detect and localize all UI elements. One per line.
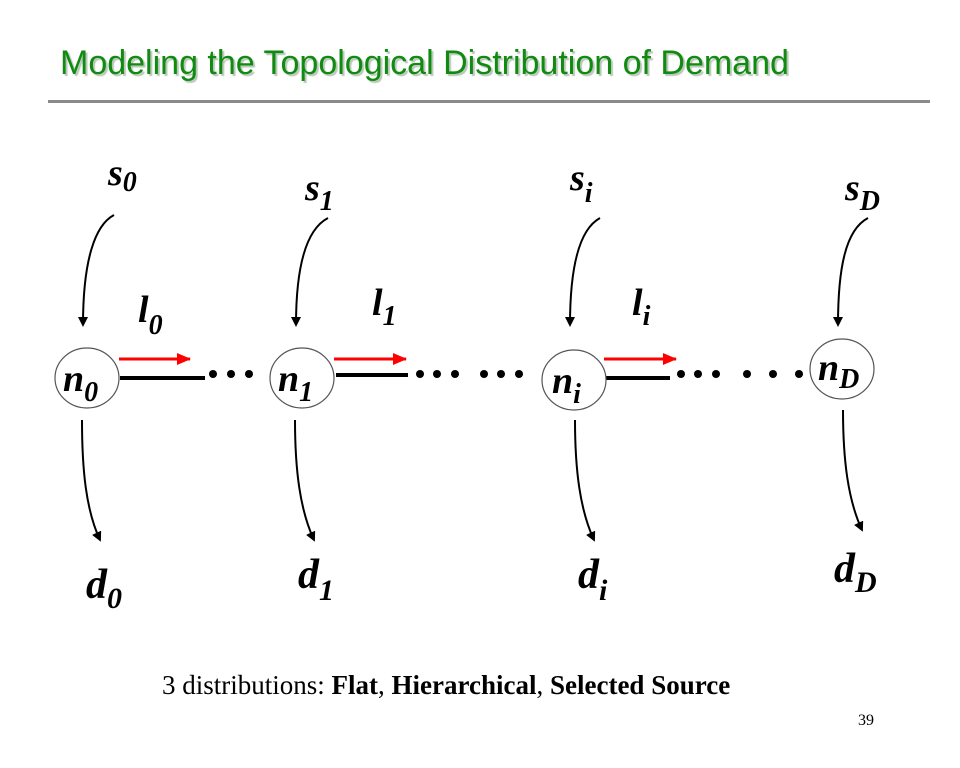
link-label-0: l0 <box>138 289 163 341</box>
slide-title: Modeling the Topological Distribution of… <box>60 44 789 82</box>
source-label-D: sD <box>844 167 880 217</box>
node-0 <box>54 347 120 409</box>
page-number: 39 <box>858 712 874 729</box>
caption-flat: Flat <box>331 670 379 700</box>
node-label-0: n0 <box>63 358 98 408</box>
node-1 <box>269 347 335 409</box>
caption-hierarchical: Hierarchical <box>391 670 537 700</box>
node-label-D: nD <box>818 347 859 395</box>
caption-sep: , <box>536 670 550 700</box>
link-label-i: li <box>632 282 651 332</box>
title-divider <box>48 100 930 103</box>
demand-arrow-D <box>842 409 864 532</box>
source-arrow-1 <box>291 217 329 327</box>
caption-selected-source: Selected Source <box>549 670 731 700</box>
node-label-1: n1 <box>278 358 313 408</box>
demand-label-0: d0 <box>86 562 122 615</box>
source-arrow-D <box>833 217 869 327</box>
node-i <box>541 349 607 411</box>
link-label-1: l1 <box>372 282 397 332</box>
source-label-i: si <box>569 157 593 209</box>
demand-label-D: dD <box>834 546 877 599</box>
demand-arrow-0 <box>81 419 102 542</box>
demand-label-i: di <box>578 552 608 607</box>
distributions-caption: 3 distributions: Flat, Hierarchical, Sel… <box>162 670 730 701</box>
caption-sep: , <box>378 670 392 700</box>
caption-prefix: 3 distributions: <box>162 670 332 700</box>
source-arrow-0 <box>78 214 115 327</box>
node-D <box>809 338 875 400</box>
node-label-i: ni <box>552 360 581 410</box>
demand-arrow-i <box>574 419 596 542</box>
demand-arrow-1 <box>294 419 316 542</box>
source-label-0: s0 <box>107 152 137 198</box>
demand-label-1: d1 <box>298 552 334 607</box>
source-arrow-i <box>565 217 601 327</box>
source-label-1: s1 <box>304 167 334 217</box>
ellipsis-dots <box>209 370 803 378</box>
